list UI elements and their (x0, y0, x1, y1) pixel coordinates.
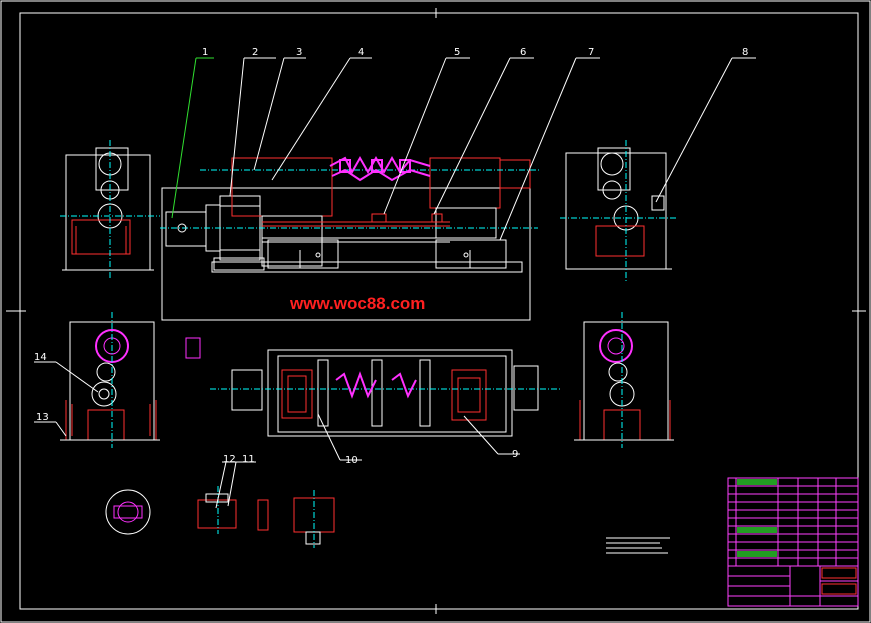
leader-lines (34, 57, 756, 509)
drawing-border (19, 12, 859, 610)
balloon-10: 10 (345, 455, 358, 466)
balloon-4: 4 (358, 47, 364, 58)
right-section-view (574, 312, 674, 448)
balloon-13: 13 (36, 412, 49, 423)
balloon-14: 14 (34, 352, 47, 363)
balloon-12: 12 (223, 454, 236, 465)
balloon-7: 7 (588, 47, 594, 58)
balloon-5: 5 (454, 47, 460, 58)
right-end-view (560, 140, 676, 282)
plan-crankshaft (335, 371, 417, 399)
balloon-11: 11 (242, 454, 255, 465)
main-front-view (160, 157, 540, 321)
title-block (727, 477, 859, 607)
centering-marks (6, 8, 866, 614)
balloon-1: 1 (202, 47, 208, 58)
detail-views (105, 337, 335, 548)
balloon-9: 9 (512, 449, 518, 460)
technical-notes (606, 537, 670, 554)
balloon-2: 2 (252, 47, 258, 58)
watermark: www.woc88.com (289, 294, 425, 313)
crankshaft (329, 155, 431, 182)
left-section-view (60, 312, 160, 448)
balloon-8: 8 (742, 47, 748, 58)
balloon-labels: 1 2 3 4 5 6 7 8 9 10 11 12 13 14 (34, 47, 748, 466)
balloon-3: 3 (296, 47, 302, 58)
plan-view (210, 349, 560, 437)
title-block-fills (737, 479, 857, 595)
left-end-view (60, 140, 160, 278)
balloon-6: 6 (520, 47, 526, 58)
